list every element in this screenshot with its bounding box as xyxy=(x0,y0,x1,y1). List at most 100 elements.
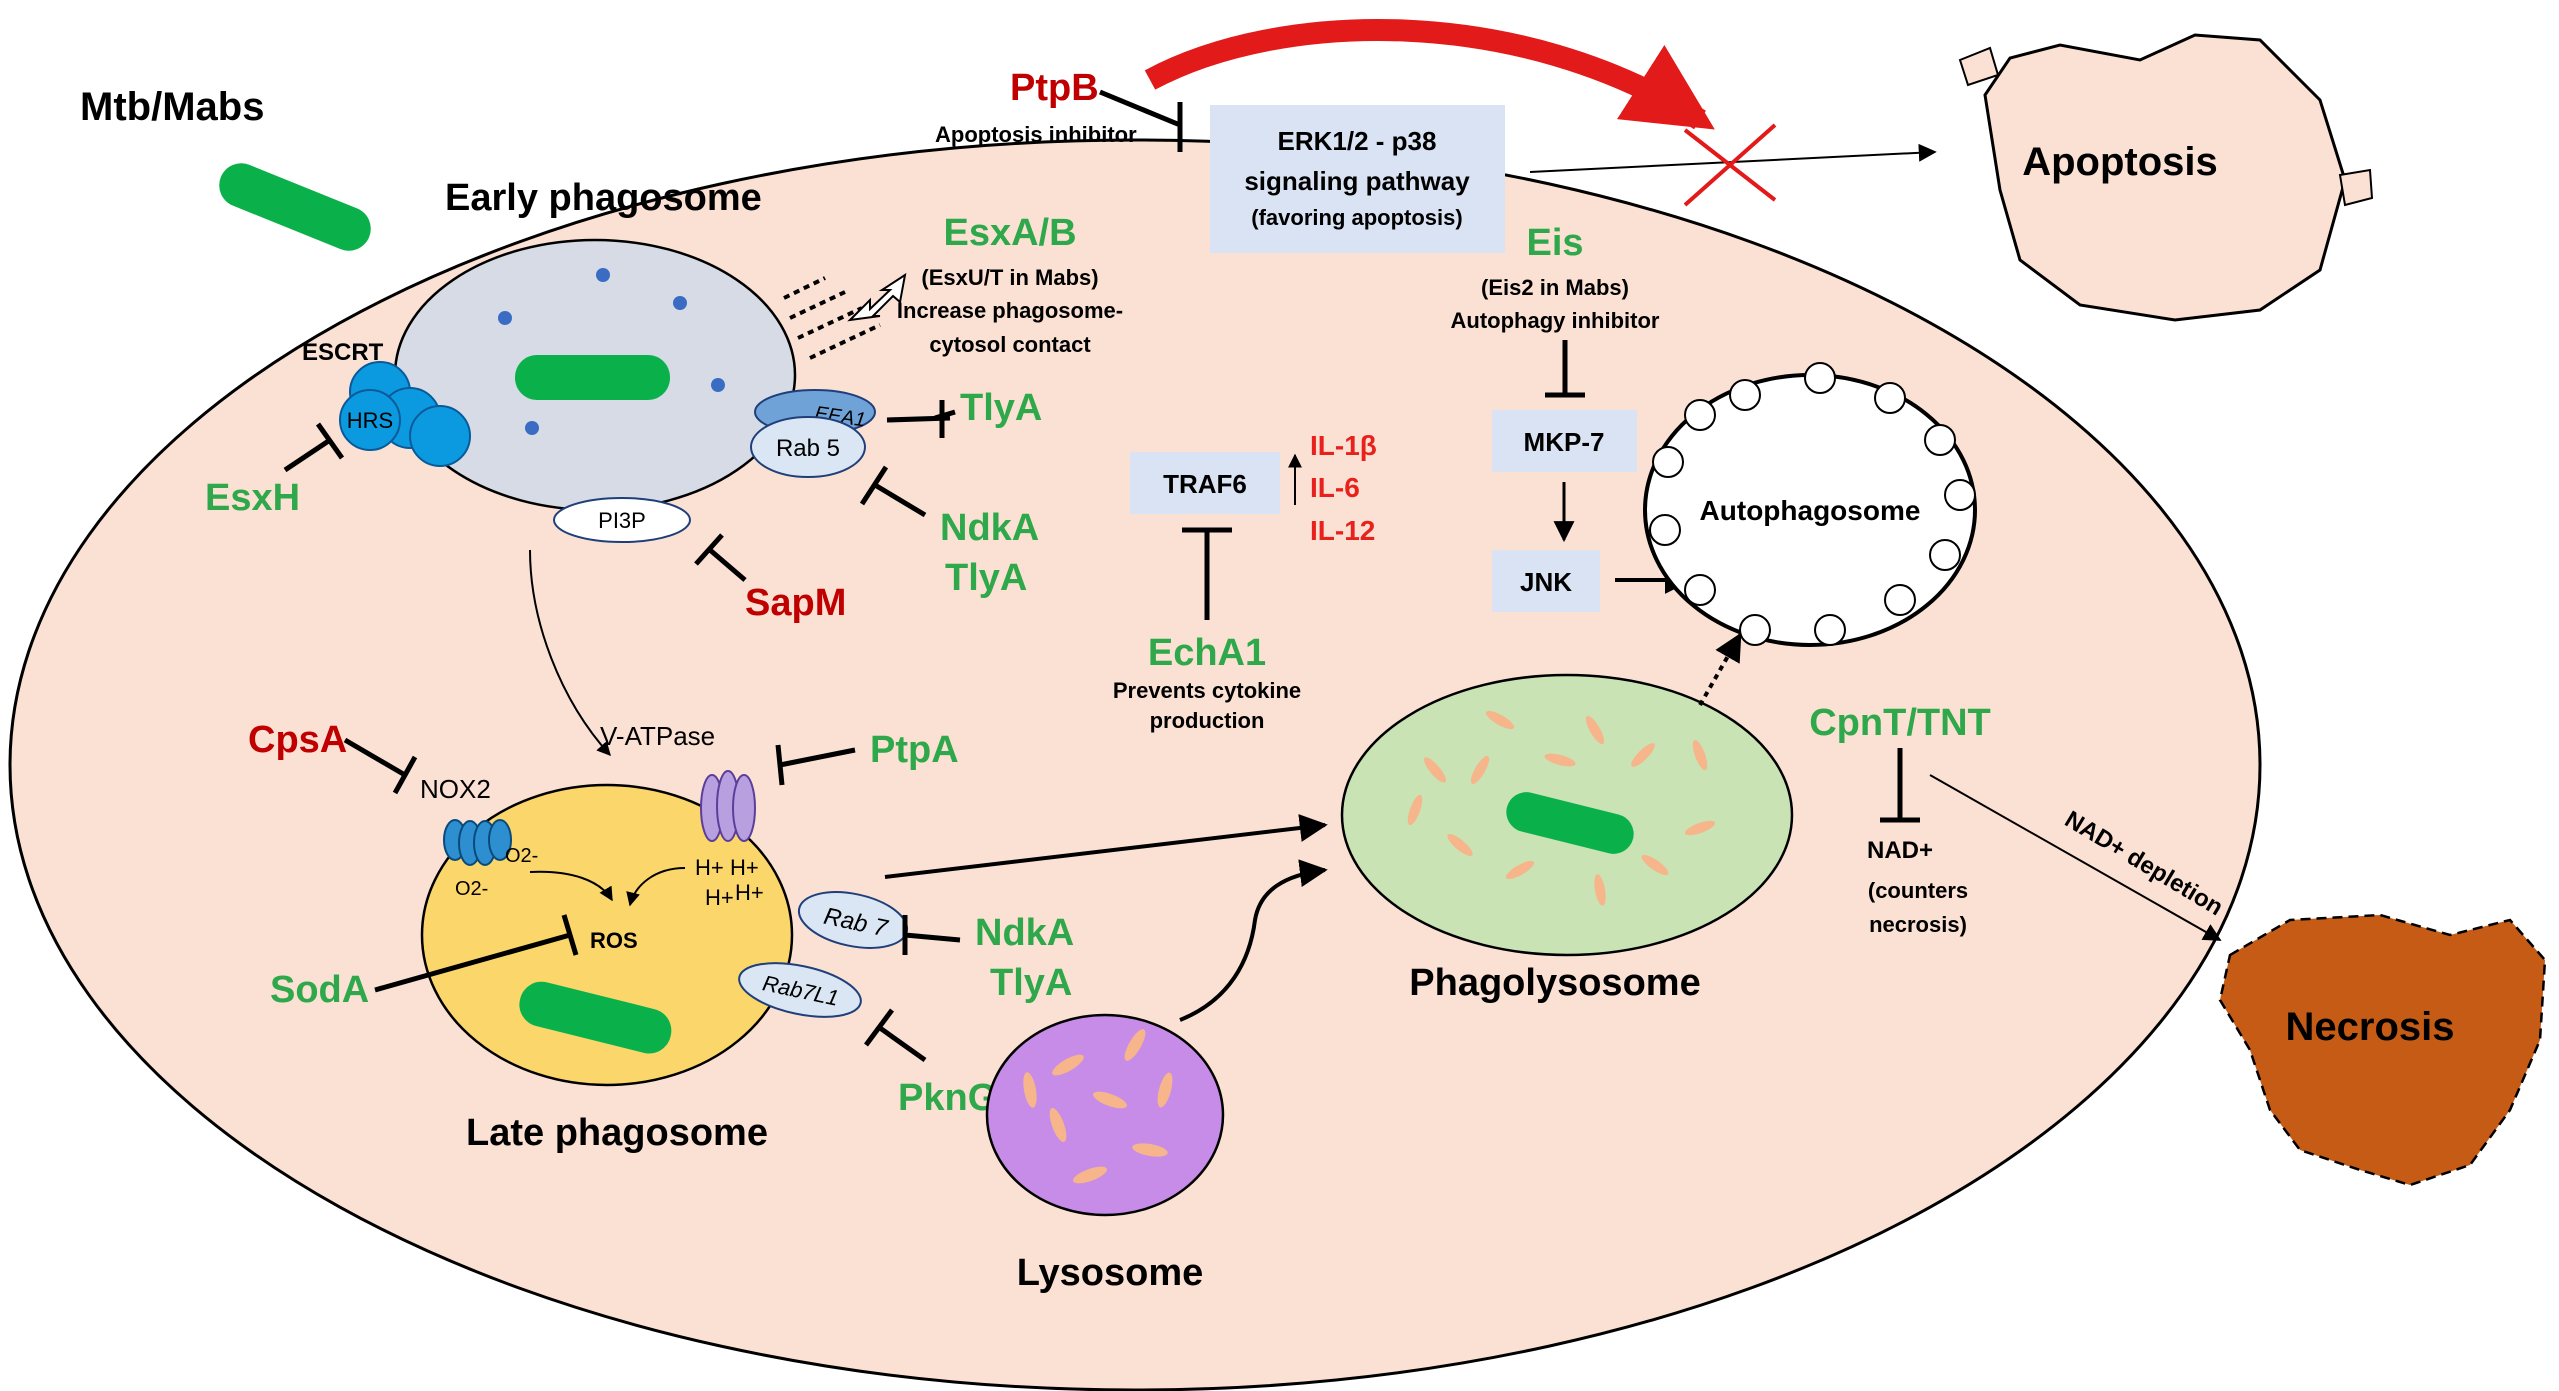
lysosome-fusion-arrow xyxy=(1179,859,1328,1022)
lysosome-label: Lysosome xyxy=(1017,1252,1204,1294)
erk-line-1: ERK1/2 - p38 xyxy=(1278,126,1437,156)
late-to-phagolysosome-arrow xyxy=(884,814,1328,879)
inhibit-line xyxy=(873,482,927,518)
inhibit-line xyxy=(343,737,407,778)
pathogen-bacterium xyxy=(219,163,371,251)
nad-label: NAD+ xyxy=(1867,837,1933,864)
vesicle-dot xyxy=(596,268,610,282)
inhibit-line xyxy=(283,437,332,473)
autophagosome-label: Autophagosome xyxy=(1700,495,1921,526)
esxab-note-3: cytosol contact xyxy=(929,332,1091,357)
v-atpase-pump xyxy=(700,770,756,842)
pi3p-label: PI3P xyxy=(598,508,646,533)
esxab-note-2: Increase phagosome- xyxy=(897,298,1123,323)
traf6-label: TRAF6 xyxy=(1163,469,1247,499)
mkp7-box xyxy=(1492,410,1637,472)
eis-note-2: Autophagy inhibitor xyxy=(1451,308,1660,333)
nad-note-2: necrosis) xyxy=(1869,912,1967,937)
apoptotic-body-1 xyxy=(1958,46,2000,87)
membrane-pore xyxy=(809,323,881,360)
erk-line-3: (favoring apoptosis) xyxy=(1251,205,1462,230)
esxab-note-1: (EsxU/T in Mabs) xyxy=(921,265,1098,290)
escrt-label: ESCRT xyxy=(302,339,384,366)
inhibit-bar xyxy=(561,914,579,956)
hrs-protein xyxy=(339,389,401,451)
membrane-pore xyxy=(783,276,826,300)
inhibit-bar xyxy=(859,465,889,506)
soda-label: SodA xyxy=(270,969,369,1011)
phagolysosome-label: Phagolysosome xyxy=(1409,962,1700,1004)
hrs-label: HRS xyxy=(347,408,393,433)
nox2-complex xyxy=(443,819,512,866)
pi3p-lipid xyxy=(553,497,691,543)
ndka-rab7-label: NdkA xyxy=(975,912,1074,954)
sapm-label: SapM xyxy=(745,582,846,624)
erk-pathway-box xyxy=(1210,105,1505,253)
cpnt-label: CpnT/TNT xyxy=(1809,702,1991,744)
proton-1: H+ xyxy=(695,855,724,880)
inhibit-bar xyxy=(694,533,724,566)
rab7l1-protein xyxy=(738,962,862,1018)
escrt-subunit xyxy=(409,405,471,467)
phagosome-cytosol-contact-arrow xyxy=(847,272,907,322)
nox2-label: NOX2 xyxy=(420,774,491,804)
ptpb-note: Apoptosis inhibitor xyxy=(935,122,1137,147)
phagolysosome-to-autophagosome-arrow xyxy=(1698,632,1742,706)
red-curved-arrow xyxy=(1144,19,1715,130)
mkp7-label: MKP-7 xyxy=(1524,427,1605,457)
apoptotic-body-2 xyxy=(2338,168,2374,207)
late-phagosome xyxy=(420,783,794,1087)
echa1-note-1: Prevents cytokine xyxy=(1113,678,1301,703)
necrosis-cell xyxy=(2218,913,2547,1187)
inhibit-bar xyxy=(863,1008,895,1047)
inhibit-line xyxy=(1099,89,1181,128)
echa1-label: EchA1 xyxy=(1148,632,1266,674)
inhibit-line xyxy=(904,932,961,943)
proton-3: H+ xyxy=(705,885,734,910)
cytokine-il12: IL-12 xyxy=(1310,515,1375,546)
eis-label: Eis xyxy=(1526,222,1583,264)
inhibit-line xyxy=(878,1025,927,1063)
ptpa-label: PtpA xyxy=(870,729,959,771)
inhibit-bar xyxy=(775,744,785,786)
early-phagosome-label: Early phagosome xyxy=(445,177,762,219)
vesicle-dot xyxy=(525,421,539,435)
jnk-label: JNK xyxy=(1520,567,1572,597)
ndka-rab5-label: NdkA xyxy=(940,507,1039,549)
pkng-label: PknG xyxy=(898,1077,997,1119)
cpsa-label: CpsA xyxy=(248,719,347,761)
apoptosis-label: Apoptosis xyxy=(2022,140,2218,184)
jnk-box xyxy=(1492,550,1600,612)
tlya-rab7-label: TlyA xyxy=(990,962,1072,1004)
inhibit-line xyxy=(708,548,747,582)
autophagosome-vesicles xyxy=(1649,362,1976,646)
vesicle-dot xyxy=(498,311,512,325)
eis-note-1: (Eis2 in Mabs) xyxy=(1481,275,1629,300)
late-phagosome-label: Late phagosome xyxy=(466,1112,768,1154)
erk-line-2: signaling pathway xyxy=(1244,166,1470,196)
rab5-label: Rab 5 xyxy=(776,435,840,462)
red-cross xyxy=(1683,123,1777,207)
membrane-pore xyxy=(797,306,863,340)
vesicle-dot xyxy=(711,378,725,392)
ros-label: ROS xyxy=(590,928,638,953)
phagolysosome-enzymes xyxy=(1407,710,1716,906)
proton-2: H+ xyxy=(730,855,759,880)
o2-left-label: O2- xyxy=(455,878,488,900)
nad-depletion-arrow xyxy=(1929,774,2222,941)
tlya-eea1-label: TlyA xyxy=(960,387,1042,429)
phagolysosome-bacterium xyxy=(1506,792,1634,854)
tlya-rab5-label: TlyA xyxy=(945,557,1027,599)
superoxide-arrow xyxy=(529,870,613,902)
ptpb-label: PtpB xyxy=(1010,67,1099,109)
lysosome xyxy=(985,1013,1225,1217)
proton-4: H+ xyxy=(735,880,764,905)
proton-arrow xyxy=(626,867,686,907)
nad-note-1: (counters xyxy=(1868,878,1968,903)
rab5-protein xyxy=(750,416,866,478)
necrosis-label: Necrosis xyxy=(2286,1005,2455,1049)
cytokine-il6: IL-6 xyxy=(1310,472,1360,503)
echa1-note-2: production xyxy=(1150,708,1265,733)
traf6-box xyxy=(1130,452,1280,514)
